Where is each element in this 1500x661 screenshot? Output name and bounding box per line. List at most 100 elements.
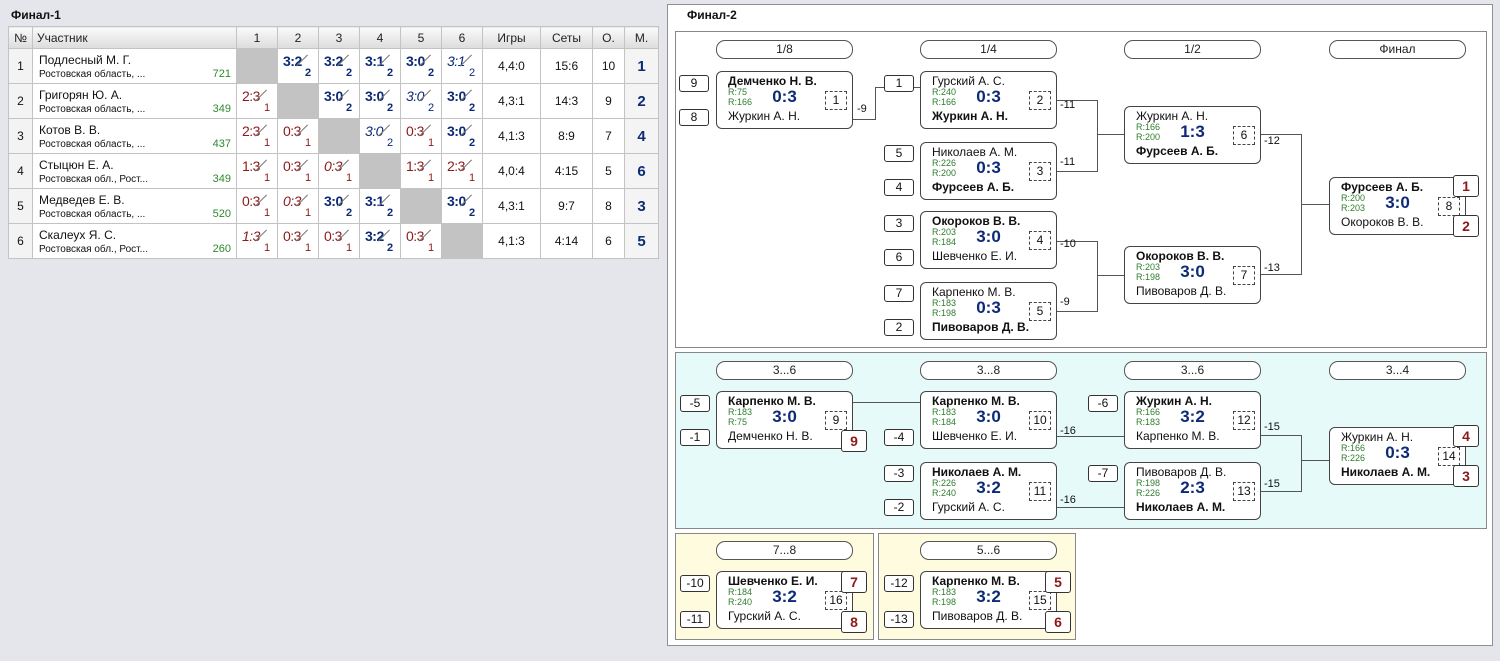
player-2-name[interactable]: Гурский А. С. <box>728 609 801 623</box>
participant-cell[interactable]: Подлесный М. Г.Ростовская область, ...72… <box>32 48 237 84</box>
player-2-name[interactable]: Гурский А. С. <box>932 500 1005 514</box>
player-1-name[interactable]: Окороков В. В. <box>1136 249 1225 263</box>
participant-cell[interactable]: Скалеух Я. С.Ростовская обл., Рост...260 <box>32 223 237 259</box>
player-1-name[interactable]: Журкин А. Н. <box>1136 109 1209 123</box>
participant-cell[interactable]: Стыцюн Е. А.Ростовская обл., Рост...349 <box>32 153 237 189</box>
participant-cell[interactable]: Котов В. В.Ростовская область, ...437 <box>32 118 237 154</box>
player-2-name[interactable]: Журкин А. Н. <box>932 109 1008 123</box>
player-1-name[interactable]: Шевченко Е. И. <box>728 574 818 588</box>
match-number: 11 <box>1029 482 1051 501</box>
player-2-name[interactable]: Карпенко М. В. <box>1136 429 1220 443</box>
player-2-name[interactable]: Окороков В. В. <box>1341 215 1424 229</box>
participant-cell[interactable]: Григорян Ю. А.Ростовская область, ...349 <box>32 83 237 119</box>
player-2-name[interactable]: Николаев А. М. <box>1136 500 1226 514</box>
player-1-name[interactable]: Окороков В. В. <box>932 214 1021 228</box>
participant-name[interactable]: Котов В. В. <box>39 123 101 137</box>
match-score: 1:3 <box>1180 122 1205 141</box>
match-points: 1 <box>428 172 435 184</box>
participant-name[interactable]: Григорян Ю. А. <box>39 88 123 102</box>
participant-name[interactable]: Стыцюн Е. А. <box>39 158 114 172</box>
player-1-name[interactable]: Журкин А. Н. <box>1341 430 1414 444</box>
match-number: 7 <box>1233 266 1255 285</box>
player-1-name[interactable]: Журкин А. Н. <box>1136 394 1212 408</box>
participant-name[interactable]: Медведев Е. В. <box>39 193 125 207</box>
player-1-name[interactable]: Демченко Н. В. <box>728 74 817 88</box>
player-1-name[interactable]: Карпенко М. В. <box>932 394 1020 408</box>
player-2-name[interactable]: Шевченко Е. И. <box>932 429 1018 443</box>
match-score: 3:2 <box>976 478 1001 497</box>
player-1-name[interactable]: Пивоваров Д. В. <box>1136 465 1227 479</box>
player-1-name[interactable]: Фурсеев А. Б. <box>1341 180 1424 194</box>
participant-name[interactable]: Подлесный М. Г. <box>39 53 132 67</box>
player-2-name[interactable]: Пивоваров Д. В. <box>1136 284 1227 298</box>
player-1-name[interactable]: Николаев А. М. <box>932 465 1022 479</box>
col-place: М. <box>624 26 659 49</box>
participant-cell[interactable]: Медведев Е. В.Ростовская область, ...520 <box>32 188 237 224</box>
participant-name[interactable]: Скалеух Я. С. <box>39 228 117 242</box>
player-1-name[interactable]: Карпенко М. В. <box>932 285 1016 299</box>
player-2-name[interactable]: Журкин А. Н. <box>728 109 801 123</box>
player-1-name[interactable]: Николаев А. М. <box>932 145 1018 159</box>
player-2-name[interactable]: Фурсеев А. Б. <box>1136 144 1219 158</box>
set-score: 0:3 <box>242 193 260 209</box>
player-1-name[interactable]: Карпенко М. В. <box>932 574 1020 588</box>
player-2-name[interactable]: Николаев А. М. <box>1341 465 1431 479</box>
match-score: 3:2 <box>1180 407 1205 426</box>
set-score: 0:3 <box>406 228 424 244</box>
player-2-name[interactable]: Пивоваров Д. В. <box>932 320 1030 334</box>
player-1-name[interactable]: Гурский А. С. <box>932 74 1005 88</box>
player-2-name[interactable]: Демченко Н. В. <box>728 429 813 443</box>
player-2-name[interactable]: Шевченко Е. И. <box>932 249 1018 263</box>
player-2-name[interactable]: Фурсеев А. Б. <box>932 180 1015 194</box>
player-1-name[interactable]: Карпенко М. В. <box>728 394 816 408</box>
player-2-name[interactable]: Пивоваров Д. В. <box>932 609 1023 623</box>
